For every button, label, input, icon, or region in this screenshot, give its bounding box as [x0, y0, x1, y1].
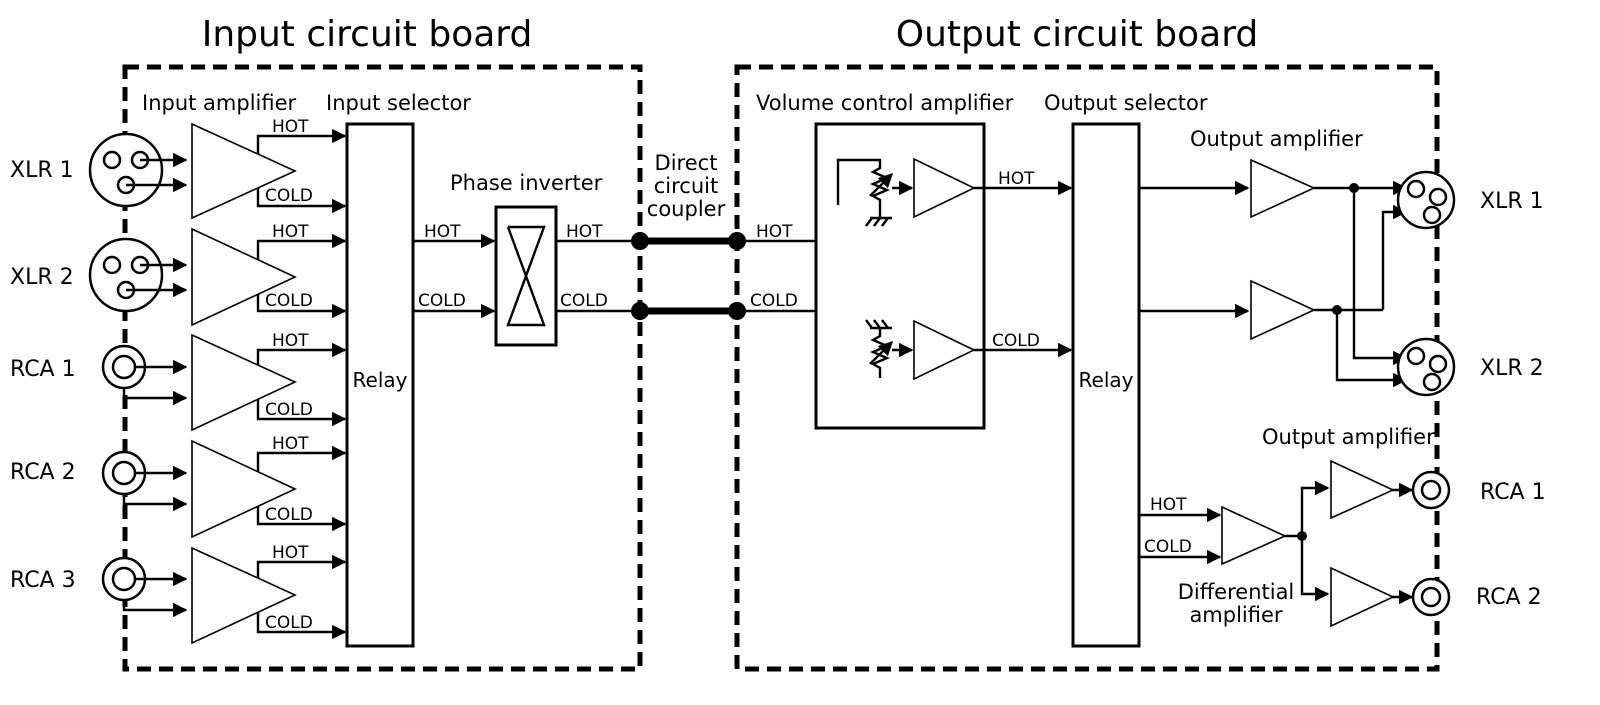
relay-cold-label: COLD — [418, 291, 466, 311]
coupler-hot-label: HOT — [756, 222, 793, 242]
input-amplifier-label: Input amplifier — [142, 91, 297, 115]
input-selector-label: Input selector — [326, 91, 471, 115]
phase-inverter-block — [494, 205, 558, 347]
phase-inverter-label: Phase inverter — [450, 171, 603, 195]
amp2-cold-label: COLD — [265, 291, 313, 311]
input-label-xlr2: XLR 2 — [10, 265, 74, 290]
output-relay-label: Relay — [1079, 368, 1134, 392]
rca-output-routing — [1285, 480, 1414, 605]
volume-cold-label: COLD — [992, 331, 1040, 351]
volume-pot-upper — [836, 158, 914, 227]
output-board-title: Output circuit board — [896, 14, 1258, 55]
input-label-rca1: RCA 1 — [10, 357, 76, 382]
differential-label-2: amplifier — [1189, 603, 1282, 627]
output-label-rca1: RCA 1 — [1480, 480, 1546, 505]
volume-control-block — [814, 122, 986, 430]
output-xlr2-connector — [1396, 337, 1456, 397]
input-rca2-connector — [101, 450, 188, 512]
output-rca1-connector — [1411, 470, 1451, 510]
output-label-rca2: RCA 2 — [1476, 585, 1542, 610]
output-selector-label: Output selector — [1044, 91, 1208, 115]
input-amplifier-2 — [191, 227, 297, 327]
coupler-label-1: Direct — [655, 151, 718, 175]
input-rca3-connector — [101, 556, 188, 618]
direct-circuit-coupler — [631, 232, 746, 320]
inverter-cold-label: COLD — [560, 291, 608, 311]
amp5-hot-label: HOT — [272, 543, 309, 563]
amp1-hot-label: HOT — [272, 117, 309, 137]
input-xlr2-connector — [88, 237, 188, 313]
amp4-hot-label: HOT — [272, 434, 309, 454]
output-amp-xlr-lower — [1250, 279, 1316, 341]
amp3-cold-label: COLD — [265, 400, 313, 420]
output-relay-block — [1071, 122, 1141, 648]
coupler-cold-label: COLD — [750, 291, 798, 311]
volume-pot-lower — [865, 319, 914, 378]
output-xlr1-connector — [1396, 170, 1456, 230]
input-board-outline — [122, 64, 643, 672]
input-amplifier-1 — [191, 122, 297, 220]
output-amplifier-xlr-label: Output amplifier — [1190, 127, 1363, 151]
output-rca2-connector — [1411, 577, 1451, 617]
volume-control-label: Volume control amplifier — [756, 91, 1014, 115]
relay-hot-label: HOT — [424, 222, 461, 242]
coupler-label-2: circuit — [654, 174, 718, 198]
input-xlr1-connector — [88, 132, 188, 208]
volume-amp-lower — [913, 319, 976, 381]
coupler-label-3: coupler — [647, 197, 726, 221]
output-amp-rca-lower — [1330, 566, 1395, 628]
output-label-xlr2: XLR 2 — [1480, 356, 1544, 381]
input-label-rca3: RCA 3 — [10, 568, 76, 593]
amp1-cold-label: COLD — [265, 186, 313, 206]
input-amplifier-4 — [191, 439, 297, 539]
amp4-cold-label: COLD — [265, 505, 313, 525]
diff-cold-label: COLD — [1144, 537, 1192, 557]
volume-hot-label: HOT — [998, 169, 1035, 189]
amp3-hot-label: HOT — [272, 331, 309, 351]
inverter-hot-label: HOT — [566, 222, 603, 242]
diff-hot-label: HOT — [1150, 495, 1187, 515]
differential-label-1: Differential — [1178, 580, 1295, 604]
output-amp-rca-upper — [1330, 459, 1395, 520]
amp5-cold-label: COLD — [265, 613, 313, 633]
input-amplifier-5 — [191, 546, 297, 645]
input-rca1-connector — [101, 344, 188, 406]
input-relay-block — [345, 122, 415, 648]
input-label-rca2: RCA 2 — [10, 460, 76, 485]
input-amplifier-3 — [191, 333, 297, 432]
output-amplifier-rca-label: Output amplifier — [1262, 425, 1435, 449]
input-relay-label: Relay — [353, 368, 408, 392]
differential-amplifier — [1221, 505, 1287, 566]
output-label-xlr1: XLR 1 — [1480, 189, 1544, 214]
amp2-hot-label: HOT — [272, 222, 309, 242]
input-board-title: Input circuit board — [202, 14, 533, 55]
volume-amp-upper — [913, 157, 976, 219]
output-amp-xlr-upper — [1250, 158, 1316, 219]
input-label-xlr1: XLR 1 — [10, 158, 74, 183]
input-amp-wiring — [256, 128, 347, 640]
xlr-output-routing — [1314, 180, 1408, 388]
